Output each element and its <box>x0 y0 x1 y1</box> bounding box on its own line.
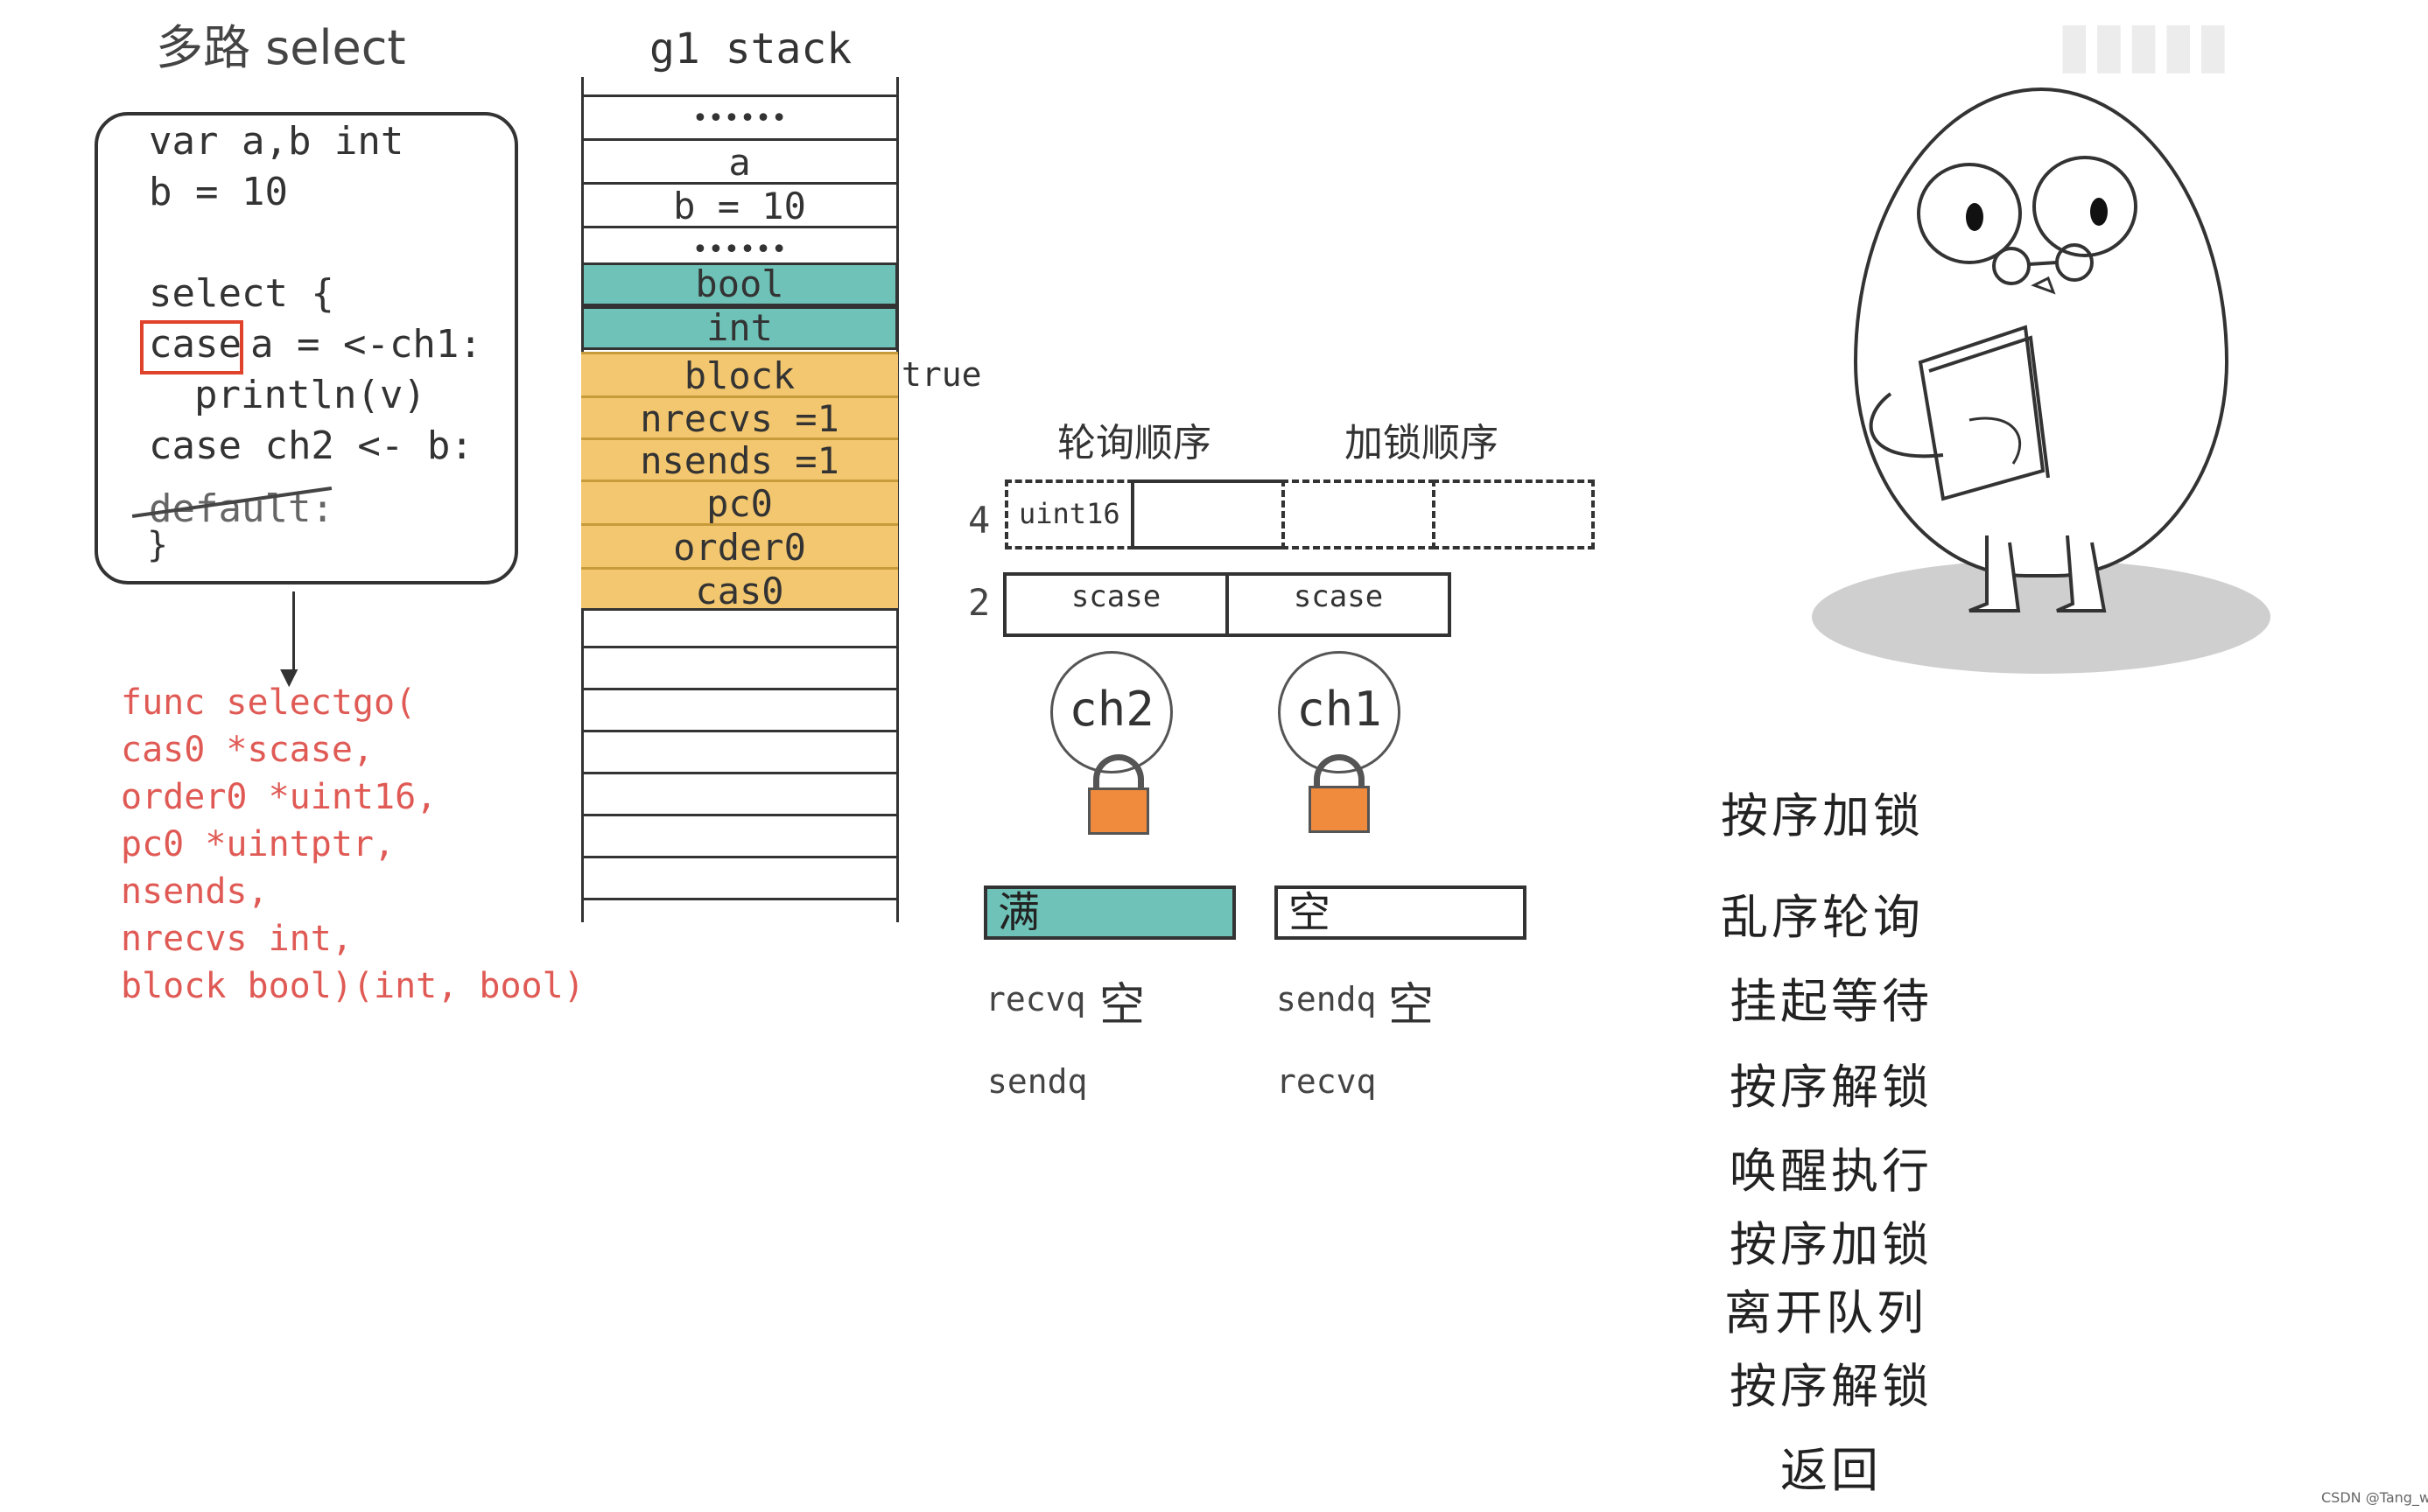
lock-order-header: 加锁顺序 <box>1344 421 1498 466</box>
arrow-down-icon: ▼ <box>280 659 298 694</box>
stack-slot-empty <box>581 898 898 924</box>
step-lock-in-order: 按序加锁 <box>1721 788 1924 844</box>
stack-title: g1 stack <box>649 24 853 74</box>
poll-order-header: 轮询顺序 <box>1057 421 1211 466</box>
ch2-recvq-label: recvq <box>986 980 1086 1018</box>
step-return: 返回 <box>1780 1443 1882 1498</box>
func-line-5: nrecvs int, <box>121 919 353 959</box>
ch2-sendq-label: sendq <box>987 1062 1088 1101</box>
code-line-case-send: case ch2 <- b: <box>149 424 474 468</box>
scase-count: 2 <box>968 581 991 624</box>
stack-slot-empty <box>581 688 898 730</box>
uint16-label: uint16 <box>1019 497 1120 530</box>
stack-slot-empty <box>581 730 898 772</box>
func-line-2: order0 *uint16, <box>121 777 438 817</box>
stack-slot-ellipsis-mid: •••••• <box>581 226 898 270</box>
scase-cell-ch2: scase <box>1003 572 1229 637</box>
code-line-case-recv: a = <-ch1: <box>250 322 482 367</box>
order-count: 4 <box>968 499 991 542</box>
stack-slot-a: a <box>581 138 898 184</box>
code-line-var: var a,b int <box>149 119 404 164</box>
code-line-close-brace: } <box>147 525 169 565</box>
stack-slot-pc0: pc0 <box>581 480 898 525</box>
arrow-shaft <box>292 592 295 672</box>
stack-slot-nsends: nsends =1 <box>581 438 898 482</box>
stack-slot-bool: bool <box>581 262 898 306</box>
step-relock-in-order: 按序加锁 <box>1730 1217 1933 1272</box>
egg-character-face-icon <box>1869 156 2137 612</box>
code-line-assign: b = 10 <box>149 170 288 214</box>
ch1-recvq-label: recvq <box>1276 1062 1377 1101</box>
stack-slot-order0: order0 <box>581 523 898 569</box>
watermark: ▮▮▮▮▮ <box>2057 7 2231 80</box>
credit-text: CSDN @Tang_ww <box>2321 1489 2428 1506</box>
poll-order-cell <box>1131 480 1285 550</box>
egg-character-illustration <box>1854 88 2228 578</box>
stack-slot-empty <box>581 772 898 814</box>
code-line-case-keyword: case <box>149 322 242 367</box>
step-wake-execute: 唤醒执行 <box>1730 1144 1933 1199</box>
code-box <box>95 112 518 584</box>
lock-order-cell <box>1281 480 1435 550</box>
stack-slot-empty <box>581 814 898 856</box>
lock-icon <box>1088 788 1149 835</box>
ch1-sendq-state: 空 <box>1388 979 1435 1032</box>
step-reunlock-in-order: 按序解锁 <box>1730 1359 1933 1414</box>
func-line-0: func selectgo( <box>121 682 417 723</box>
code-line-select: select { <box>149 271 334 316</box>
stack-slot-empty <box>581 856 898 898</box>
stack-slot-block: block <box>581 352 898 397</box>
ch2-recvq-state: 空 <box>1099 979 1146 1032</box>
func-line-3: pc0 *uintptr, <box>121 824 396 864</box>
stack-slot-nrecvs: nrecvs =1 <box>581 396 898 440</box>
lock-shackle-icon <box>1314 754 1365 803</box>
channel-ch2: ch2 <box>1050 651 1173 774</box>
stack-slot-ellipsis-top: •••••• <box>581 94 898 138</box>
stack-slot-cas0: cas0 <box>581 567 898 612</box>
channel-ch1: ch1 <box>1278 651 1400 774</box>
stack-slot-b: b = 10 <box>581 182 898 228</box>
lock-order-cell <box>1432 480 1595 550</box>
ch2-buffer-full: 满 <box>984 886 1236 940</box>
step-dequeue: 离开队列 <box>1724 1285 1927 1340</box>
stack-slot-empty <box>581 646 898 688</box>
step-unlock-in-order: 按序解锁 <box>1730 1060 1933 1115</box>
lock-shackle-icon <box>1093 754 1144 803</box>
ch1-sendq-label: sendq <box>1276 980 1377 1018</box>
func-line-4: nsends, <box>121 872 269 912</box>
lock-icon <box>1309 786 1370 833</box>
character-shadow <box>1812 560 2270 674</box>
scase-cell-ch1: scase <box>1225 572 1451 637</box>
step-random-poll: 乱序轮询 <box>1721 890 1924 945</box>
page-title: 多路 select <box>156 20 406 75</box>
case-highlight-box <box>140 320 243 374</box>
ch1-buffer-empty: 空 <box>1274 886 1526 940</box>
block-value-label: true <box>902 355 982 394</box>
code-line-println: println(v) <box>194 373 426 417</box>
func-line-1: cas0 *scase, <box>121 730 374 770</box>
stack-slot-int: int <box>581 306 898 350</box>
step-park-wait: 挂起等待 <box>1730 974 1933 1029</box>
func-line-6: block bool)(int, bool) <box>121 966 585 1006</box>
